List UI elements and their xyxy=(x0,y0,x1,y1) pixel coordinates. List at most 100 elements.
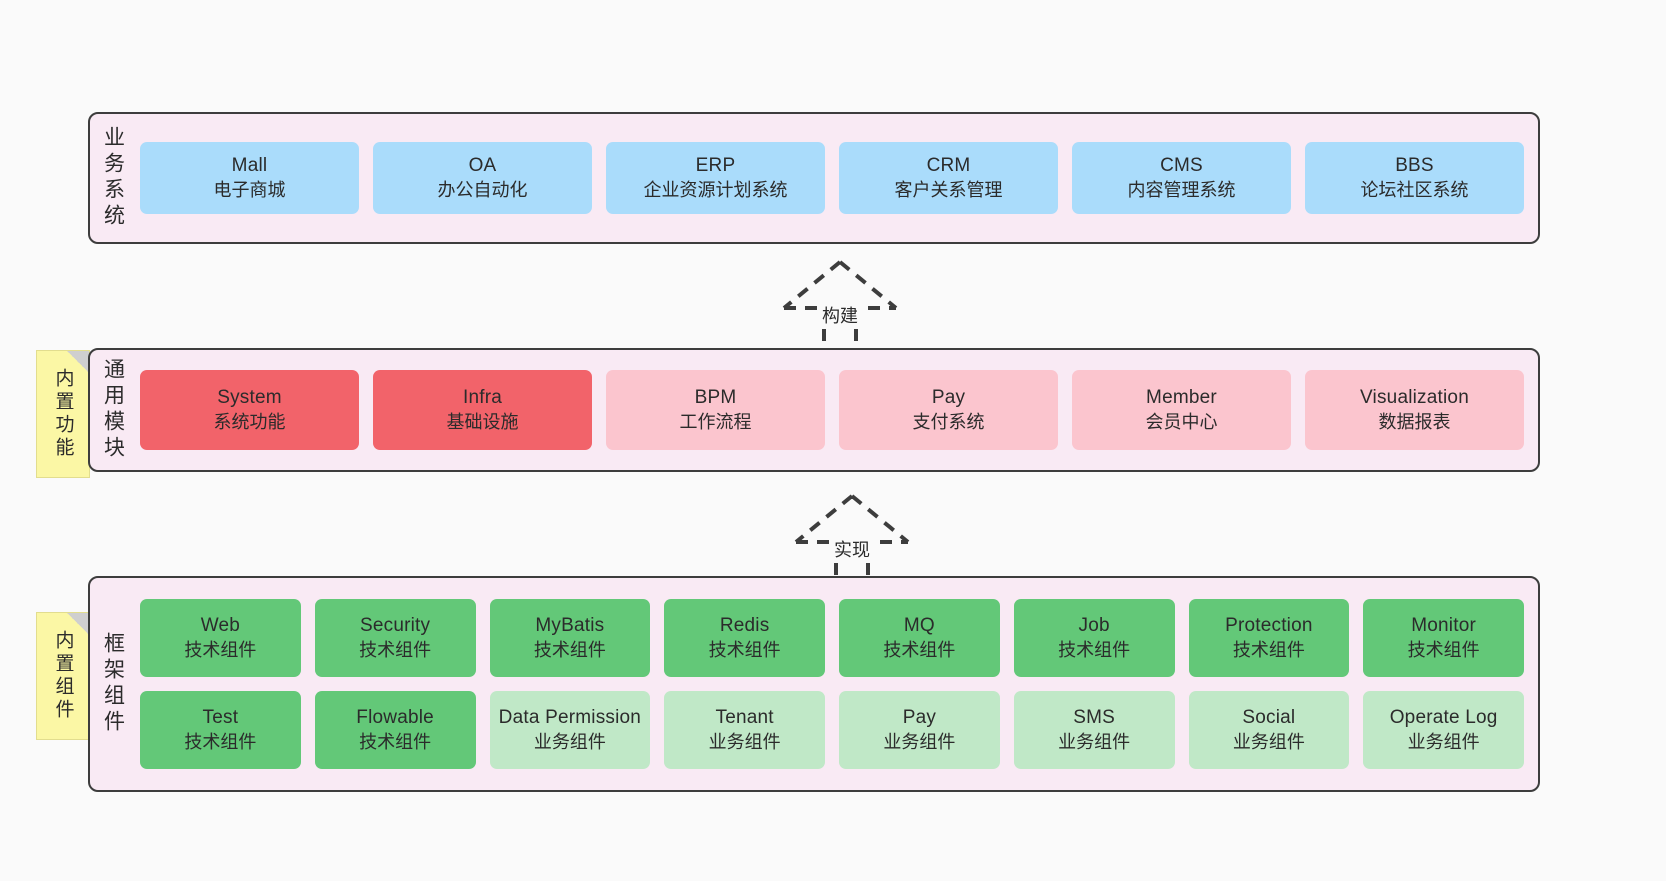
card-subtitle: 技术组件 xyxy=(1407,639,1480,660)
card-subtitle: 客户关系管理 xyxy=(894,179,1003,200)
card-mybatis[interactable]: MyBatis 技术组件 xyxy=(489,599,651,677)
card-title: Test xyxy=(202,707,239,729)
card-title: BPM xyxy=(694,387,737,409)
card-subtitle: 技术组件 xyxy=(359,731,432,752)
layer-business-systems: 业务系统 Mall 电子商城 OA 办公自动化 ERP 企业资源计划系统 CRM… xyxy=(88,112,1540,244)
card-subtitle: 数据报表 xyxy=(1378,411,1451,432)
layer-body-common-modules: System 系统功能 Infra 基础设施 BPM 工作流程 Pay 支付系统… xyxy=(136,350,1538,470)
card-subtitle: 技术组件 xyxy=(708,639,781,660)
card-title: Member xyxy=(1146,387,1217,409)
connector-build-label: 构建 xyxy=(817,302,863,328)
card-security[interactable]: Security 技术组件 xyxy=(314,599,476,677)
framework-components-row-2: Test 技术组件 Flowable 技术组件 Data Permission … xyxy=(140,691,1524,769)
card-redis[interactable]: Redis 技术组件 xyxy=(664,599,825,677)
card-title: Pay xyxy=(902,707,937,729)
card-title: Web xyxy=(200,615,241,637)
layer-title-common-modules: 通用模块 xyxy=(101,358,125,462)
card-erp[interactable]: ERP 企业资源计划系统 xyxy=(606,142,825,214)
card-title: OA xyxy=(468,155,497,177)
card-bpm[interactable]: BPM 工作流程 xyxy=(606,370,825,450)
connector-realize-label: 实现 xyxy=(829,536,875,562)
framework-components-grid: Web 技术组件 Security 技术组件 MyBatis 技术组件 Redi… xyxy=(140,599,1524,769)
card-title: BBS xyxy=(1395,155,1434,177)
layer-title-framework-components: 框架组件 xyxy=(101,632,125,736)
card-subtitle: 电子商城 xyxy=(213,179,286,200)
card-mall[interactable]: Mall 电子商城 xyxy=(140,142,359,214)
card-subtitle: 技术组件 xyxy=(184,639,257,660)
card-monitor[interactable]: Monitor 技术组件 xyxy=(1363,599,1524,677)
card-subtitle: 技术组件 xyxy=(359,639,432,660)
card-subtitle: 技术组件 xyxy=(533,639,606,660)
card-operate-log[interactable]: Operate Log 业务组件 xyxy=(1363,691,1524,769)
card-subtitle: 基础设施 xyxy=(446,411,519,432)
card-bbs[interactable]: BBS 论坛社区系统 xyxy=(1305,142,1524,214)
card-crm[interactable]: CRM 客户关系管理 xyxy=(839,142,1058,214)
layer-title-business-systems: 业务系统 xyxy=(101,126,125,230)
card-subtitle: 业务组件 xyxy=(533,731,606,752)
card-cms[interactable]: CMS 内容管理系统 xyxy=(1072,142,1291,214)
card-subtitle: 技术组件 xyxy=(1058,639,1131,660)
sticky-note-builtin-features: 内置功能 xyxy=(36,350,90,478)
card-pay-module[interactable]: Pay 支付系统 xyxy=(839,370,1058,450)
card-subtitle: 技术组件 xyxy=(1232,639,1305,660)
card-mq[interactable]: MQ 技术组件 xyxy=(839,599,1000,677)
card-subtitle: 论坛社区系统 xyxy=(1360,179,1469,200)
business-systems-row: Mall 电子商城 OA 办公自动化 ERP 企业资源计划系统 CRM 客户关系… xyxy=(140,142,1524,214)
card-subtitle: 办公自动化 xyxy=(437,179,528,200)
card-tenant[interactable]: Tenant 业务组件 xyxy=(664,691,825,769)
card-job[interactable]: Job 技术组件 xyxy=(1013,599,1175,677)
card-title: Security xyxy=(360,615,431,637)
card-subtitle: 会员中心 xyxy=(1145,411,1218,432)
card-social[interactable]: Social 业务组件 xyxy=(1188,691,1350,769)
card-test[interactable]: Test 技术组件 xyxy=(140,691,301,769)
card-pay-component[interactable]: Pay 业务组件 xyxy=(839,691,1000,769)
card-subtitle: 工作流程 xyxy=(679,411,752,432)
card-title: Pay xyxy=(931,387,966,409)
card-oa[interactable]: OA 办公自动化 xyxy=(373,142,592,214)
card-infra[interactable]: Infra 基础设施 xyxy=(373,370,592,450)
card-subtitle: 企业资源计划系统 xyxy=(643,179,788,200)
card-title: Redis xyxy=(719,615,770,637)
card-title: Protection xyxy=(1225,615,1313,637)
connector-realize: 实现 xyxy=(772,492,932,590)
card-title: Visualization xyxy=(1360,387,1469,409)
card-title: MQ xyxy=(903,615,935,637)
sticky-note-label: 内置功能 xyxy=(52,368,74,460)
card-subtitle: 技术组件 xyxy=(184,731,257,752)
card-subtitle: 业务组件 xyxy=(1407,731,1480,752)
sticky-note-label: 内置组件 xyxy=(52,630,74,722)
card-subtitle: 业务组件 xyxy=(883,731,956,752)
card-web[interactable]: Web 技术组件 xyxy=(140,599,301,677)
card-title: Infra xyxy=(462,387,503,409)
layer-body-business-systems: Mall 电子商城 OA 办公自动化 ERP 企业资源计划系统 CRM 客户关系… xyxy=(136,114,1538,242)
card-subtitle: 系统功能 xyxy=(213,411,286,432)
card-sms[interactable]: SMS 业务组件 xyxy=(1013,691,1175,769)
layer-common-modules: 通用模块 System 系统功能 Infra 基础设施 BPM 工作流程 Pay… xyxy=(88,348,1540,472)
common-modules-row: System 系统功能 Infra 基础设施 BPM 工作流程 Pay 支付系统… xyxy=(140,370,1524,450)
card-title: CMS xyxy=(1160,155,1203,177)
card-title: CRM xyxy=(926,155,971,177)
card-subtitle: 内容管理系统 xyxy=(1127,179,1236,200)
card-system[interactable]: System 系统功能 xyxy=(140,370,359,450)
card-title: Tenant xyxy=(715,707,774,729)
card-member[interactable]: Member 会员中心 xyxy=(1072,370,1291,450)
card-title: SMS xyxy=(1073,707,1116,729)
connector-build: 构建 xyxy=(760,258,920,356)
card-protection[interactable]: Protection 技术组件 xyxy=(1188,599,1350,677)
card-subtitle: 支付系统 xyxy=(912,411,985,432)
card-subtitle: 技术组件 xyxy=(883,639,956,660)
framework-components-row-1: Web 技术组件 Security 技术组件 MyBatis 技术组件 Redi… xyxy=(140,599,1524,677)
card-flowable[interactable]: Flowable 技术组件 xyxy=(314,691,476,769)
card-title: Mall xyxy=(231,155,268,177)
card-title: Monitor xyxy=(1411,615,1476,637)
card-subtitle: 业务组件 xyxy=(1058,731,1131,752)
card-title: Job xyxy=(1078,615,1110,637)
card-subtitle: 业务组件 xyxy=(1232,731,1305,752)
card-title: ERP xyxy=(695,155,736,177)
card-title: Operate Log xyxy=(1389,707,1498,729)
card-subtitle: 业务组件 xyxy=(708,731,781,752)
card-visualization[interactable]: Visualization 数据报表 xyxy=(1305,370,1524,450)
card-title: Data Permission xyxy=(498,707,642,729)
card-data-permission[interactable]: Data Permission 业务组件 xyxy=(489,691,651,769)
